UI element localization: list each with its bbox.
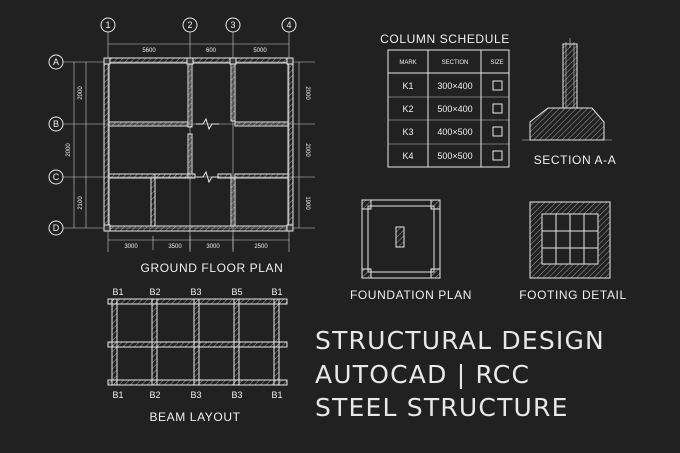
beam-label-bottom: B1 bbox=[271, 390, 282, 400]
footing-detail: FOOTING DETAIL bbox=[519, 201, 627, 302]
wall bbox=[234, 121, 289, 127]
dim-text: 1900 bbox=[304, 196, 310, 210]
size-checkbox bbox=[492, 103, 503, 114]
wall bbox=[103, 57, 294, 64]
grid-col-label: 2 bbox=[187, 20, 192, 30]
headline-line-3: STEEL STRUCTURE bbox=[315, 393, 569, 422]
foundation-outline bbox=[361, 199, 441, 279]
beam-title: BEAM LAYOUT bbox=[149, 410, 240, 424]
schedule-mark: K1 bbox=[402, 81, 413, 91]
wall bbox=[187, 62, 193, 128]
schedule-table bbox=[387, 49, 510, 168]
schedule-header: SIZE bbox=[490, 60, 503, 66]
footing-label: FOOTING DETAIL bbox=[519, 288, 627, 302]
grid-col-label: 3 bbox=[230, 20, 235, 30]
dimensions-left: 2000 2000 2100 bbox=[66, 62, 87, 228]
dim-text: 2500 bbox=[254, 244, 268, 250]
schedule-mark: K2 bbox=[402, 104, 413, 114]
plan-columns bbox=[103, 57, 294, 232]
column-schedule: COLUMN SCHEDULE MARK SECTION SIZE K1 300… bbox=[380, 32, 510, 168]
size-checkbox bbox=[492, 126, 503, 137]
footing-section bbox=[529, 107, 605, 141]
grid-row-label: A bbox=[53, 57, 59, 67]
beam bbox=[151, 298, 158, 386]
beam-label-top: B1 bbox=[271, 287, 282, 297]
beam bbox=[111, 298, 118, 386]
beam-layout: B1 B2 B3 B5 B1 B1 B2 B3 B3 B1 BEAM LAYOU… bbox=[107, 287, 288, 424]
beam bbox=[193, 298, 200, 386]
wall bbox=[217, 173, 232, 179]
dim-text: 2000 bbox=[78, 86, 84, 100]
grid-row-label: C bbox=[53, 172, 60, 182]
schedule-header: MARK bbox=[399, 60, 416, 66]
size-checkbox bbox=[492, 80, 503, 91]
dim-text: 2000 bbox=[304, 86, 310, 100]
beam-label-top: B2 bbox=[149, 287, 160, 297]
wall bbox=[108, 121, 189, 127]
wall bbox=[287, 57, 294, 232]
dim-text: 600 bbox=[206, 48, 217, 54]
grid-col-label: 4 bbox=[286, 20, 291, 30]
schedule-title: COLUMN SCHEDULE bbox=[380, 32, 510, 46]
headline-line-2: AUTOCAD | RCC bbox=[315, 360, 530, 389]
foundation-label: FOUNDATION PLAN bbox=[350, 288, 472, 302]
wall bbox=[154, 173, 196, 179]
schedule-section: 500×400 bbox=[437, 104, 472, 114]
schedule-section: 400×500 bbox=[437, 127, 472, 137]
wall bbox=[234, 173, 289, 179]
grid-row-bubbles: A B C D bbox=[48, 54, 64, 236]
grid-col-bubbles: 1 2 3 4 bbox=[100, 17, 297, 33]
wall bbox=[230, 177, 236, 227]
beam-label-top: B3 bbox=[190, 287, 201, 297]
dim-text: 3500 bbox=[168, 244, 182, 250]
column-marker bbox=[395, 226, 405, 248]
wall bbox=[230, 62, 236, 122]
beam-label-bottom: B1 bbox=[112, 390, 123, 400]
schedule-header: SECTION bbox=[442, 60, 469, 66]
headline: STRUCTURAL DESIGN AUTOCAD | RCC STEEL ST… bbox=[315, 326, 605, 422]
beam-label-top: B5 bbox=[231, 287, 242, 297]
beam bbox=[233, 298, 240, 386]
schedule-mark: K3 bbox=[402, 127, 413, 137]
foundation-plan: FOUNDATION PLAN bbox=[350, 199, 472, 302]
section-label: SECTION A-A bbox=[534, 153, 617, 167]
dim-text: 5600 bbox=[142, 48, 156, 54]
beam-label-bottom: B3 bbox=[190, 390, 201, 400]
dim-text: 2000 bbox=[304, 143, 310, 157]
beam bbox=[273, 298, 280, 386]
walls bbox=[103, 57, 294, 232]
break-line bbox=[196, 117, 219, 131]
dim-text: 3000 bbox=[206, 244, 220, 250]
dim-text: 2100 bbox=[78, 196, 84, 210]
headline-line-1: STRUCTURAL DESIGN bbox=[315, 326, 605, 355]
dim-text: 5000 bbox=[253, 48, 267, 54]
beam-label-top: B1 bbox=[112, 287, 123, 297]
grid-row-label: D bbox=[53, 223, 60, 233]
size-checkbox bbox=[492, 150, 503, 161]
break-line bbox=[196, 170, 219, 184]
dimensions-top: 5600 600 5000 bbox=[108, 43, 289, 54]
ground-floor-plan: 1 2 3 4 A B C D bbox=[48, 17, 315, 275]
grid-col-label: 1 bbox=[105, 20, 110, 30]
schedule-mark: K4 bbox=[402, 151, 413, 161]
dim-text: 2000 bbox=[66, 143, 72, 157]
dimensions-bottom: 3000 3500 3000 2500 bbox=[108, 236, 289, 250]
wall bbox=[103, 57, 110, 232]
grid-row-label: B bbox=[53, 119, 59, 129]
column-stem bbox=[562, 43, 578, 109]
beam-label-bottom: B3 bbox=[231, 390, 242, 400]
beam-label-bottom: B2 bbox=[149, 390, 160, 400]
schedule-section: 300×400 bbox=[437, 81, 472, 91]
schedule-section: 500×500 bbox=[437, 151, 472, 161]
wall bbox=[103, 225, 294, 232]
dim-text: 3000 bbox=[124, 244, 138, 250]
wall bbox=[150, 177, 156, 227]
plan-title: GROUND FLOOR PLAN bbox=[141, 261, 284, 275]
dimensions-right: 2000 2000 1900 bbox=[298, 62, 310, 228]
section-a-a: SECTION A-A bbox=[522, 38, 616, 167]
wall bbox=[187, 133, 193, 175]
